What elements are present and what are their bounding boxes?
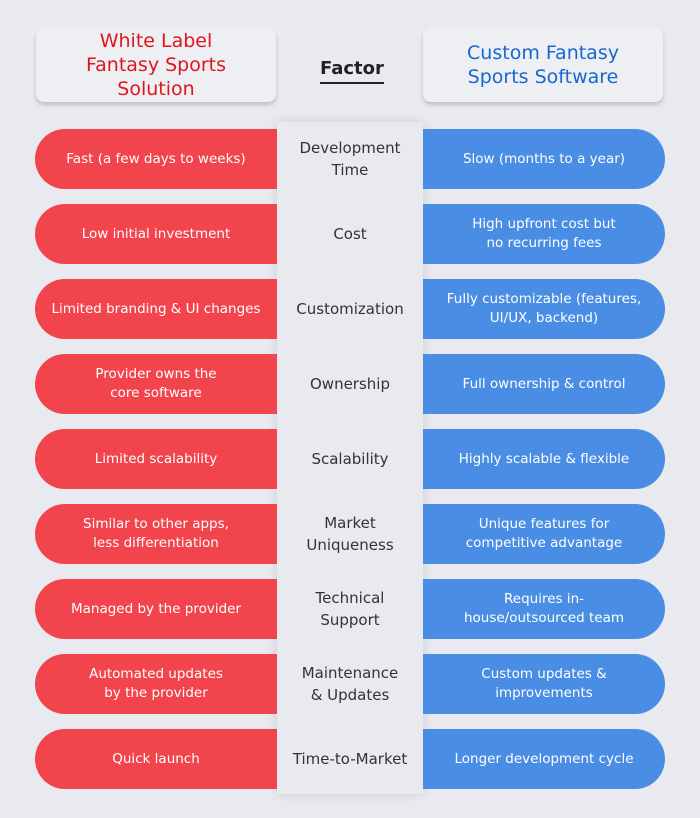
white-label-cell: Limited branding & UI changes — [35, 279, 277, 339]
factor-cell: Scalability — [277, 429, 423, 489]
custom-cell: Fully customizable (features, UI/UX, bac… — [423, 279, 665, 339]
comparison-row: Similar to other apps, less differentiat… — [35, 504, 665, 564]
white-label-cell: Managed by the provider — [35, 579, 277, 639]
white-label-text: Similar to other apps, less differentiat… — [83, 516, 229, 551]
custom-cell: Requires in-house/outsourced team — [423, 579, 665, 639]
factor-cell: Ownership — [277, 354, 423, 414]
comparison-row: Automated updates by the provider Mainte… — [35, 654, 665, 714]
comparison-row: Quick launch Time-to-Market Longer devel… — [35, 729, 665, 789]
custom-cell: Full ownership & control — [423, 354, 665, 414]
white-label-cell: Provider owns the core software — [35, 354, 277, 414]
factor-text: Time-to-Market — [292, 750, 408, 768]
factor-text: Cost — [333, 225, 367, 243]
comparison-row: Fast (a few days to weeks) Development T… — [35, 129, 665, 189]
factor-cell: Development Time — [277, 129, 423, 189]
custom-text: Longer development cycle — [454, 750, 634, 767]
factor-text: Maintenance & Updates — [301, 664, 399, 704]
comparison-row: Limited branding & UI changes Customizat… — [35, 279, 665, 339]
factor-text: Technical Support — [315, 589, 385, 629]
white-label-header: White Label Fantasy Sports Solution — [36, 28, 276, 102]
factor-cell: Customization — [277, 279, 423, 339]
custom-text: Unique features for competitive advantag… — [465, 516, 623, 551]
factor-cell: Cost — [277, 204, 423, 264]
white-label-text: Limited scalability — [94, 450, 218, 467]
factor-text: Development Time — [299, 139, 401, 179]
comparison-row: Limited scalability Scalability Highly s… — [35, 429, 665, 489]
custom-cell: Highly scalable & flexible — [423, 429, 665, 489]
custom-title: Custom Fantasy Sports Software — [467, 42, 619, 88]
factor-cell: Maintenance & Updates — [277, 654, 423, 714]
factor-column — [277, 122, 423, 794]
comparison-row: Provider owns the core software Ownershi… — [35, 354, 665, 414]
custom-cell: Unique features for competitive advantag… — [423, 504, 665, 564]
custom-text: Highly scalable & flexible — [458, 450, 630, 467]
custom-cell: High upfront cost but no recurring fees — [423, 204, 665, 264]
white-label-text: Low initial investment — [81, 225, 231, 242]
comparison-row: Low initial investment Cost High upfront… — [35, 204, 665, 264]
factor-cell: Technical Support — [277, 579, 423, 639]
white-label-text: Managed by the provider — [70, 600, 242, 617]
custom-text: Custom updates & improvements — [481, 666, 607, 701]
custom-text: Full ownership & control — [462, 375, 626, 392]
custom-text: Slow (months to a year) — [462, 150, 626, 167]
custom-text: Fully customizable (features, UI/UX, bac… — [446, 291, 642, 326]
custom-cell: Slow (months to a year) — [423, 129, 665, 189]
white-label-text: Fast (a few days to weeks) — [66, 150, 246, 167]
factor-heading: Factor — [320, 58, 384, 84]
white-label-text: Automated updates by the provider — [89, 666, 223, 701]
white-label-text: Quick launch — [112, 750, 200, 767]
factor-text: Market Uniqueness — [306, 514, 394, 554]
factor-cell: Market Uniqueness — [277, 504, 423, 564]
custom-header: Custom Fantasy Sports Software — [423, 28, 663, 102]
white-label-cell: Automated updates by the provider — [35, 654, 277, 714]
white-label-cell: Limited scalability — [35, 429, 277, 489]
factor-cell: Time-to-Market — [277, 729, 423, 789]
custom-cell: Custom updates & improvements — [423, 654, 665, 714]
white-label-cell: Similar to other apps, less differentiat… — [35, 504, 277, 564]
factor-text: Scalability — [311, 450, 389, 468]
factor-text: Ownership — [310, 375, 390, 393]
white-label-text: Provider owns the core software — [95, 366, 217, 401]
white-label-cell: Fast (a few days to weeks) — [35, 129, 277, 189]
comparison-row: Managed by the provider Technical Suppor… — [35, 579, 665, 639]
white-label-cell: Quick launch — [35, 729, 277, 789]
custom-text: High upfront cost but no recurring fees — [472, 216, 616, 251]
white-label-text: Limited branding & UI changes — [51, 300, 261, 317]
custom-cell: Longer development cycle — [423, 729, 665, 789]
white-label-cell: Low initial investment — [35, 204, 277, 264]
factor-text: Customization — [296, 300, 404, 318]
custom-text: Requires in-house/outsourced team — [463, 591, 625, 626]
white-label-title: White Label Fantasy Sports Solution — [85, 30, 227, 100]
